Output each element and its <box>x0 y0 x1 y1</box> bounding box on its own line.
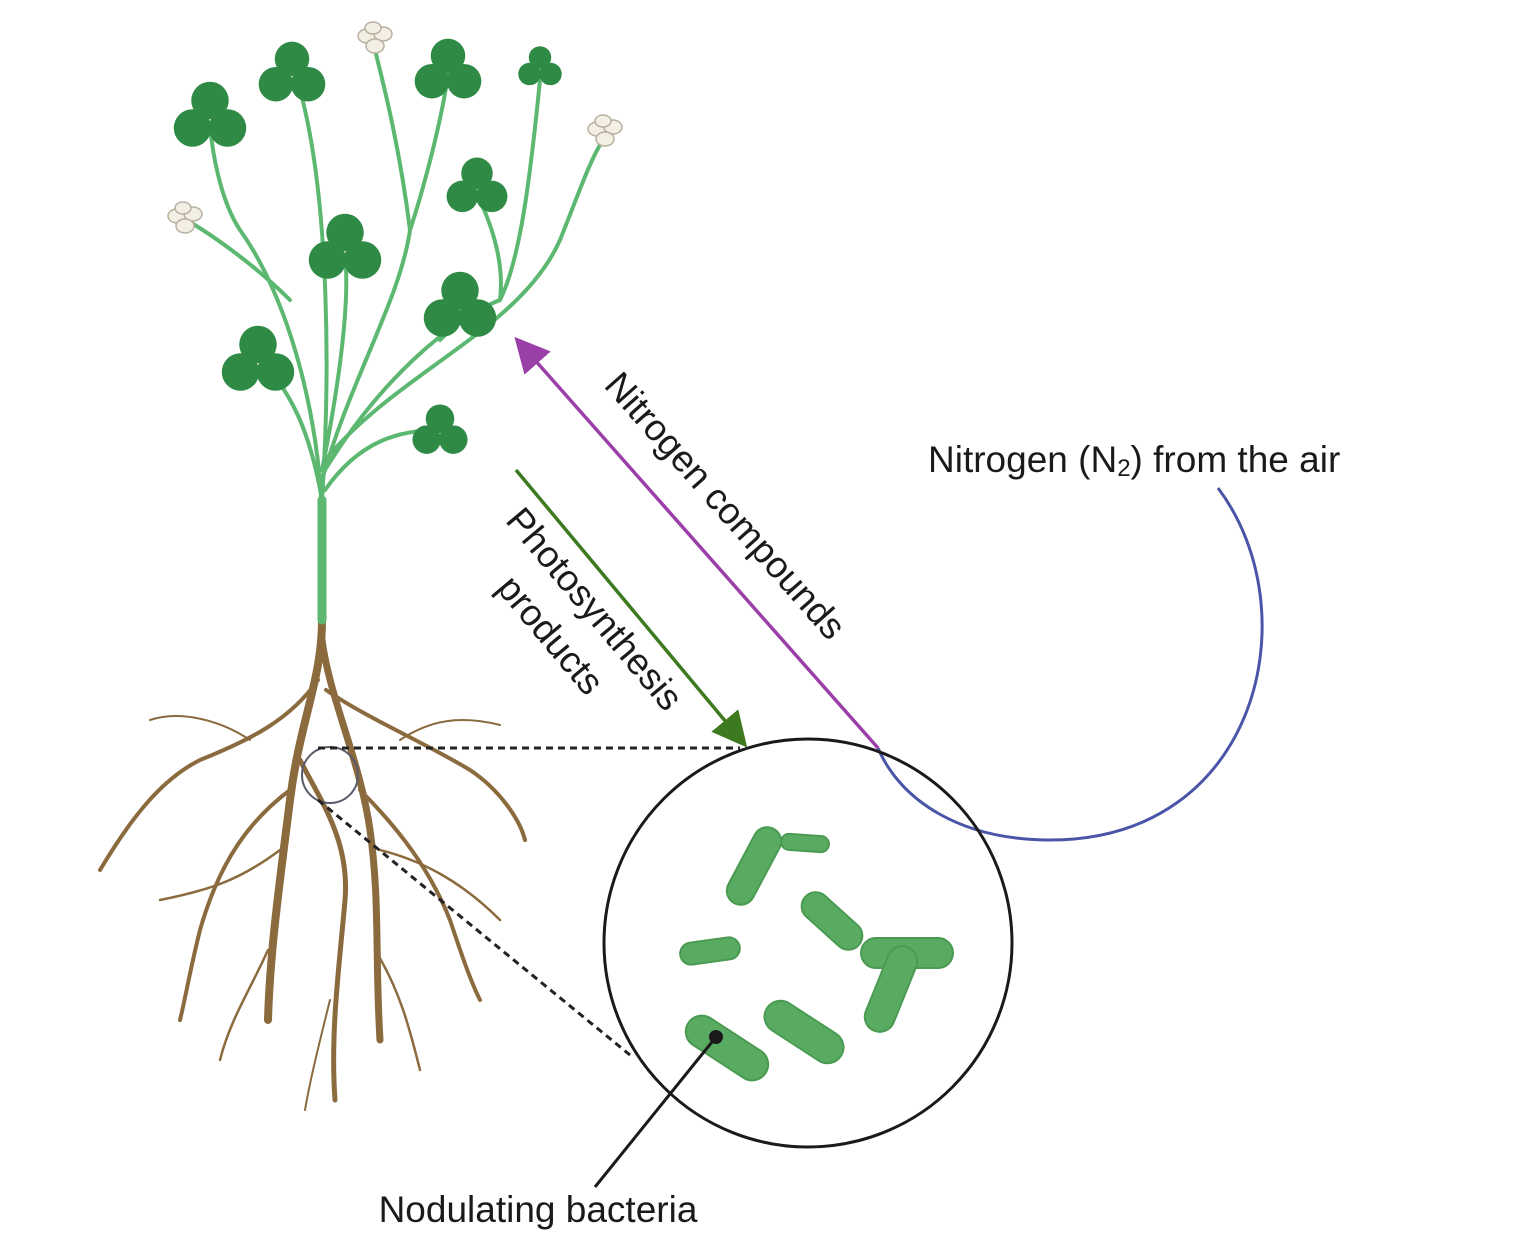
plant-roots <box>98 616 527 1111</box>
bacteria <box>679 826 954 1082</box>
bacterium <box>863 945 919 1033</box>
bacteria-pointer-dot <box>709 1030 723 1044</box>
bacterium <box>684 1014 770 1082</box>
bacterium <box>679 936 741 966</box>
bacterium <box>780 832 830 854</box>
zoom-guide-lines <box>317 746 740 1057</box>
nodulating-bacteria-label: Nodulating bacteria <box>379 1189 698 1230</box>
clover-leaves <box>173 38 562 454</box>
nitrogen-air-label: Nitrogen (N2) from the air <box>928 439 1340 482</box>
bacterium <box>725 826 783 906</box>
bacterium <box>800 891 864 951</box>
bacteria-pointer-line <box>593 1036 718 1188</box>
photosynthesis-products-arrow <box>514 468 748 748</box>
bacterium <box>763 999 845 1065</box>
nitrogen-compounds-label: Nitrogen compounds <box>597 364 854 647</box>
nodule-magnification-circle <box>602 737 1014 1149</box>
air-nitrogen-curve <box>876 487 1264 842</box>
nitrogen-compounds-arrow <box>514 336 880 750</box>
